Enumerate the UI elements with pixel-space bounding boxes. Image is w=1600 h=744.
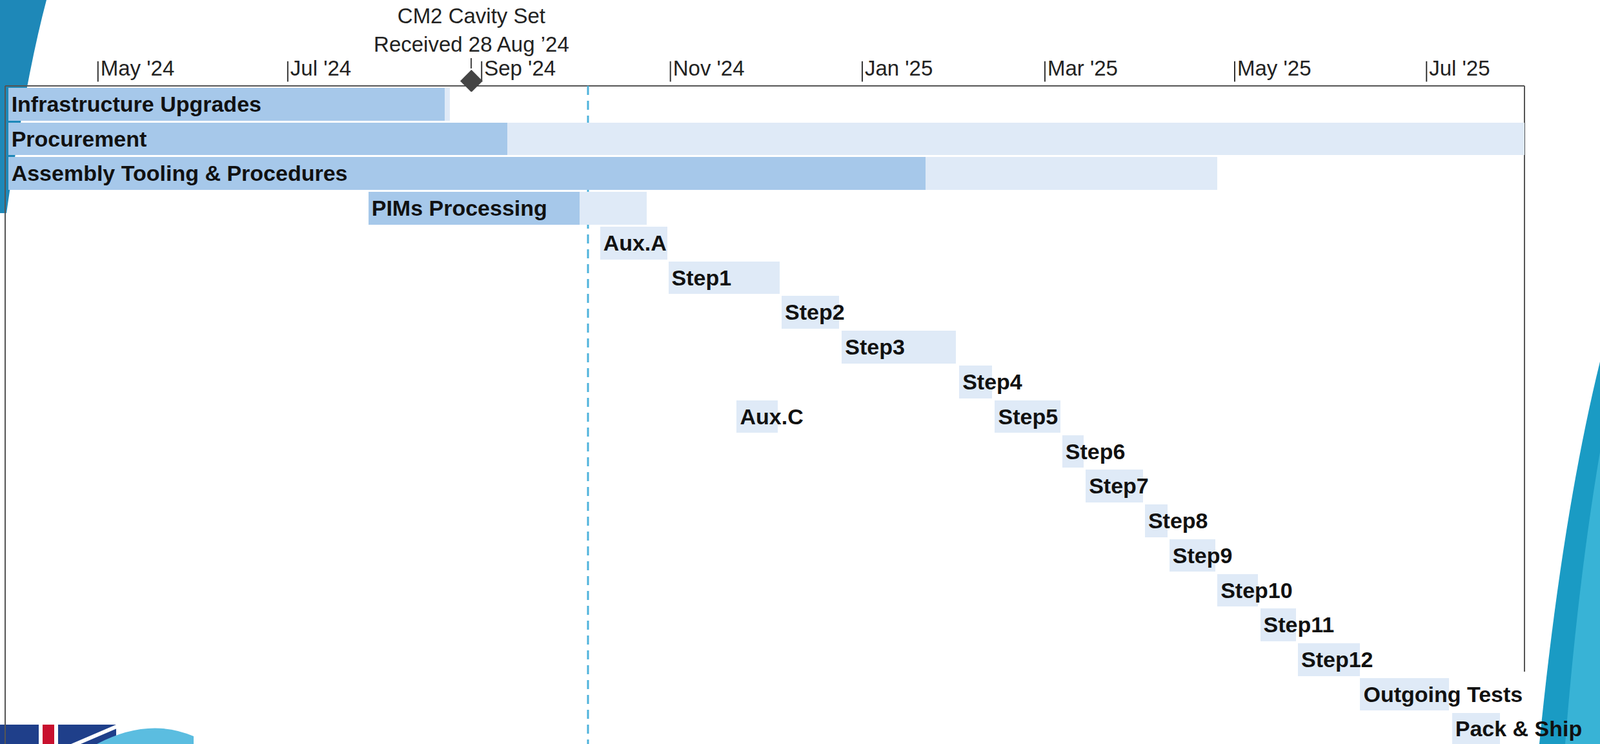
gantt-bar: Step12 [1297,642,1378,676]
bar-label: Step8 [1144,504,1209,537]
bar-remaining [579,191,647,225]
gantt-bar: Outgoing Tests [1359,677,1527,711]
axis-label: May '25 [1237,56,1312,81]
gantt-bar: Step11 [1260,607,1339,641]
chart-border [4,85,6,744]
bar-label: Outgoing Tests [1359,677,1523,711]
bar-remaining [925,156,1218,190]
bar-label: Step7 [1085,469,1149,503]
gantt-bar: Step1 [668,261,780,295]
gantt-bar: Step8 [1144,504,1213,537]
flag-icon [0,724,194,744]
axis-label: Jan '25 [864,56,933,81]
bar-label: Pack & Ship [1452,712,1583,744]
gantt-bar: Aux.A [600,226,671,260]
gantt-bar: PIMs Processing [368,191,648,225]
corner-swoosh [1565,451,1600,744]
gantt-bar: Step9 [1169,538,1237,572]
gantt-bar: Infrastructure Upgrades [8,87,451,121]
axis-tick [480,61,483,82]
bar-label: Step10 [1217,573,1293,607]
bar-label: Assembly Tooling & Procedures [8,156,348,190]
bar-label: Step1 [668,261,732,295]
bar-label: Step9 [1169,538,1233,572]
gantt-bar: Aux.C [736,400,807,434]
bar-label: Step4 [959,365,1023,399]
gantt-bar: Step5 [994,400,1062,434]
axis-label: Nov '24 [673,56,745,81]
axis-tick [1425,61,1428,82]
axis-label: Mar '25 [1047,56,1118,81]
gantt-bar: Step10 [1217,573,1297,607]
milestone-label: CM2 Cavity Set Received 28 Aug ’24 [354,1,588,59]
chart-border [5,85,1525,87]
bar-label: Step5 [994,400,1058,434]
axis-tick [287,61,289,82]
bar-label: PIMs Processing [368,191,548,225]
bar-label: Step6 [1062,435,1126,468]
bar-label: Infrastructure Upgrades [8,87,262,121]
bar-remaining [507,122,1525,156]
bar-label: Procurement [8,122,148,156]
axis-label: Jul '25 [1428,56,1490,81]
axis-tick [1044,61,1046,82]
milestone-leader [470,58,472,69]
bar-remaining [444,87,450,121]
axis-tick [861,61,863,82]
gantt-bar: Step4 [959,365,1027,399]
bar-label: Aux.C [736,400,803,434]
chart-border [1523,85,1526,672]
gantt-bar: Step6 [1062,435,1130,468]
bar-label: Step3 [841,330,905,364]
bar-label: Aux.A [600,226,667,260]
gantt-bar: Step7 [1085,469,1153,503]
diamond-shape [460,69,483,93]
bar-label: Step2 [781,295,845,329]
bar-label: Step12 [1297,642,1374,676]
milestone-diamond: CM2 Cavity Set Received 28 Aug ’24 [460,69,483,93]
axis-label: Sep '24 [484,56,556,81]
axis-tick [97,61,99,82]
corner-swoosh [1539,361,1600,744]
gantt-bar: Procurement [8,122,1525,156]
axis-tick [669,61,672,82]
axis-label: May '24 [100,56,175,81]
bar-label: Step11 [1260,607,1335,641]
gantt-bar: Step2 [781,295,849,329]
axis-tick [1234,61,1236,82]
gantt-bar: Pack & Ship [1452,712,1587,744]
gantt-bar: Assembly Tooling & Procedures [8,156,1218,190]
axis-label: Jul '24 [290,56,352,81]
gantt-bar: Step3 [841,330,956,364]
